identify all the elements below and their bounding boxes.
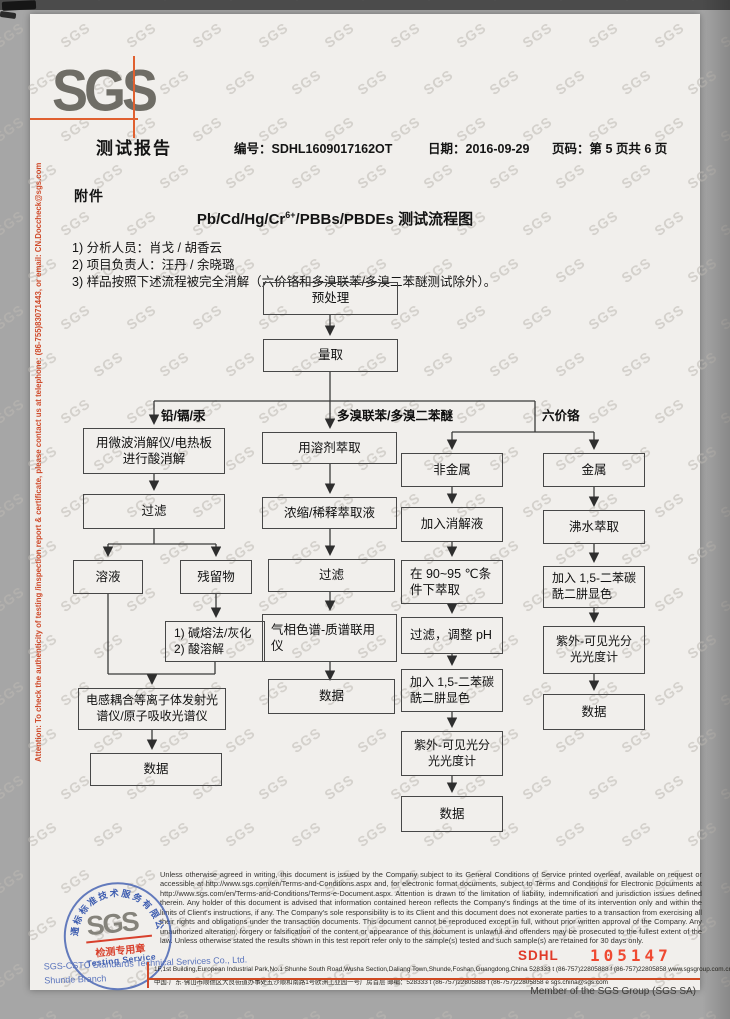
report-code-stamp: SDHL [518,948,559,963]
report-date-value: 2016-09-29 [465,142,530,156]
watermark-tile: SGS [0,113,28,145]
watermark-tile: SGS [222,1006,258,1019]
note-line-2: 2) 项目负责人：汪丹 / 余晓璐 [72,258,235,272]
logo-red-vline [133,56,135,138]
address-divider [147,962,149,988]
flow-box-color-nonmetal: 加入 1,5-二苯碳 酰二肼显色 [401,669,503,712]
watermark-tile: SGS [0,395,28,427]
watermark-tile: SGS [0,771,28,803]
report-date: 日期：2016-09-29 [428,138,529,157]
address-en: 1F,1st Building,European Industrial Park… [154,966,730,973]
legal-disclaimer: Unless otherwise agreed in writing, this… [160,870,702,946]
flow-box-color-metal: 加入 1,5-二苯碳 酰二肼显色 [543,566,645,608]
report-page-label: 页码： [552,142,590,156]
watermark-tile: SGS [0,301,28,333]
branch-label-pbbs-pbdes: 多溴联苯/多溴二苯醚 [337,409,453,423]
title-pre: Pb/Cd/Hg/Cr [196,211,286,228]
watermark-tile: SGS [0,19,28,51]
title-sup: 6+ [285,210,296,220]
flow-box-data-a: 数据 [90,753,222,786]
serial-number-stamp: 105147 [590,946,672,965]
branch-label-pb-cd-hg: 铅/镉/汞 [161,409,206,423]
note-line-1: 1) 分析人员：肖戈 / 胡香云 [72,241,223,255]
report-page: 页码：第 5 页共 6 页 [552,138,667,157]
flow-box-boiling-extract: 沸水萃取 [543,510,645,544]
flow-box-icp-aas: 电感耦合等离子体发射光 谱仪/原子吸收光谱仪 [78,688,226,730]
watermark-tile: SGS [0,865,28,897]
flow-box-nonmetal: 非金属 [401,453,503,487]
flow-box-solvent-extract: 用溶剂萃取 [262,432,397,464]
watermark-tile: SGS [486,1006,522,1019]
flow-box-alkali-fusion: 1) 碱熔法/灰化 2) 酸溶解 [165,621,265,662]
flow-box-acid-digestion: 用微波消解仪/电热板 进行酸消解 [83,428,225,474]
footer-rule [147,978,700,980]
testing-service-stamp: 通标标准技术服务有限公司 SGS 检测专用章 Testing Service [58,876,181,999]
watermark-tile: SGS [0,489,28,521]
report-number-value: SDHL1609017162OT [271,142,393,156]
flow-box-data-b: 数据 [268,679,395,714]
watermark-tile: SGS [0,677,28,709]
flow-box-concentrate: 浓缩/稀释萃取液 [262,497,397,529]
flow-box-digest-solution: 加入消解液 [401,507,503,542]
authenticity-side-note: Attention: To check the authenticity of … [34,162,43,762]
logo-red-hline [30,118,138,120]
flow-box-data-nonmetal: 数据 [401,796,503,832]
address-cn: 中国·广东·佛山市顺德区大良街道办事处五沙顺和南路1号欧洲工业园一号厂房首层 邮… [154,979,608,986]
flow-box-measure: 量取 [263,339,398,372]
watermark-tile: SGS [0,959,28,991]
scan-edge-strip [0,0,730,10]
watermark-tile: SGS [618,1006,654,1019]
scan-smudge [1,0,37,11]
flow-box-filter-b: 过滤 [268,559,395,592]
stamp-arc-text: 通标标准技术服务有限公司 [58,876,165,942]
paper-sheet [30,14,700,990]
attachment-label: 附件 [74,188,104,204]
flow-box-filter-a: 过滤 [83,494,225,529]
watermark-tile: SGS [90,1006,126,1019]
flow-box-filter-ph: 过滤，调整 pH [401,617,503,654]
branch-label-cr6: 六价铬 [542,409,580,423]
sgs-logo: SGS [52,58,158,124]
report-title: 测试报告 [96,139,172,158]
watermark-tile: SGS [156,1006,192,1019]
watermark-tile: SGS [288,1006,324,1019]
flow-box-solution: 溶液 [73,560,143,594]
flow-box-preprocess: 预处理 [263,282,398,315]
watermark-tile: SGS [354,1006,390,1019]
report-number-label: 编号： [234,142,272,156]
report-date-label: 日期： [428,142,466,156]
flow-box-data-metal: 数据 [543,694,645,730]
flow-box-uv-metal: 紫外-可见光分 光光度计 [543,626,645,674]
flow-box-uv-nonmetal: 紫外-可见光分 光光度计 [401,731,503,776]
title-post: /PBBs/PBDEs 测试流程图 [295,211,474,228]
flow-box-metal: 金属 [543,453,645,487]
watermark-tile: SGS [0,207,28,239]
flowchart-connectors [102,315,600,793]
watermark-tile: SGS [24,1006,60,1019]
report-content: SGS 测试报告 编号：SDHL1609017162OT 日期：2016-09-… [30,14,730,997]
scan-edge-shadow [702,0,730,1019]
flow-box-gcms: 气相色谱-质谱联用 仪 [262,614,397,662]
flow-box-extract-90-95: 在 90~95 ℃条 件下萃取 [401,560,503,604]
watermark-tile: SGS [0,583,28,615]
report-number: 编号：SDHL1609017162OT [234,138,392,157]
address-block: 1F,1st Building,European Industrial Park… [154,963,730,989]
report-page-value: 第 5 页共 6 页 [589,142,668,156]
watermark-tile: SGS [552,1006,588,1019]
sgs-member-note: Member of the SGS Group (SGS SA) [530,986,696,997]
watermark-tile: SGS [420,1006,456,1019]
flowchart-title: Pb/Cd/Hg/Cr6+/PBBs/PBDEs 测试流程图 [30,208,640,229]
flow-box-residue: 残留物 [180,560,252,594]
scan-smudge [0,10,17,20]
